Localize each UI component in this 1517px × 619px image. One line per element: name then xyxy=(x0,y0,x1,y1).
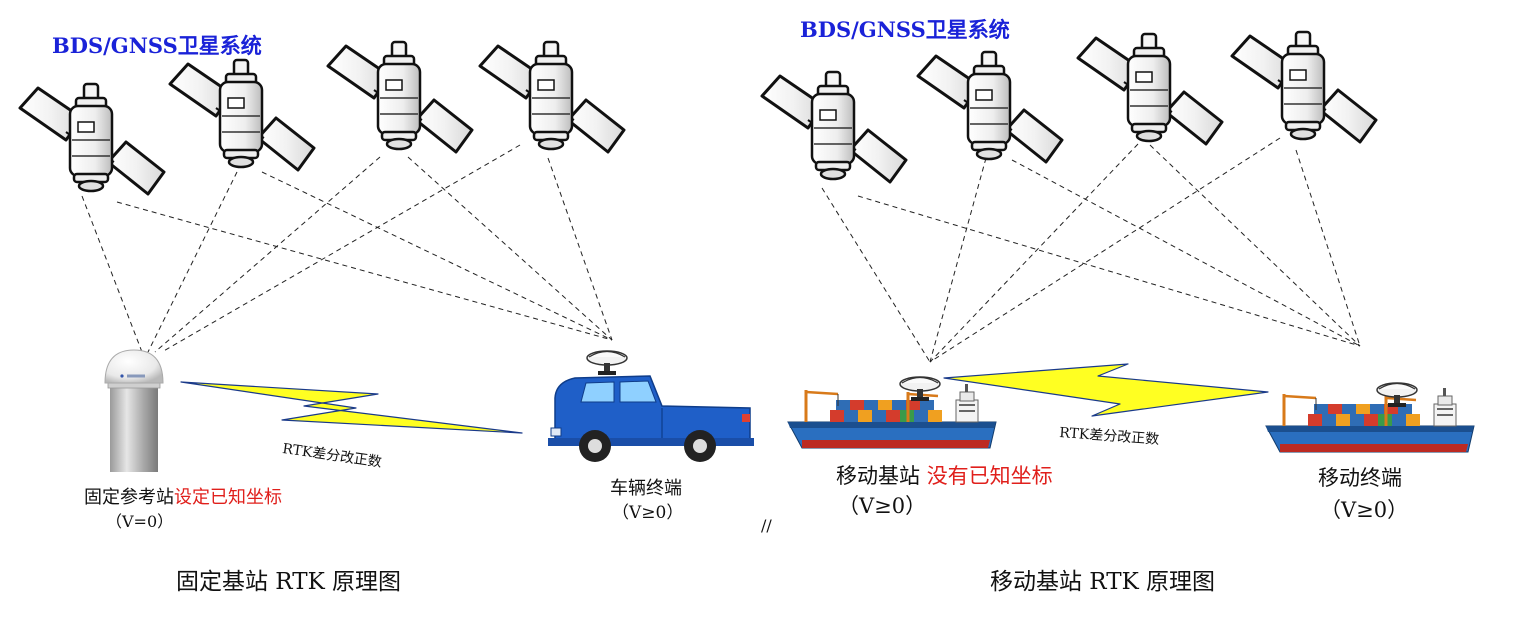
satellite-icon xyxy=(18,82,166,196)
satellite-icon xyxy=(760,70,908,184)
satellite-icon xyxy=(916,50,1064,164)
right-system-label: BDS/GNSS卫星系统 xyxy=(800,17,1010,42)
right-base-note: 没有已知坐标 xyxy=(926,464,1053,488)
satellite-icon xyxy=(1076,32,1224,146)
right-signal-lines xyxy=(821,137,1361,363)
separator-mark: // xyxy=(761,516,772,535)
satellite-icon xyxy=(168,58,316,172)
pickup-truck-icon xyxy=(548,350,754,462)
right-rover-velocity: （V≥0） xyxy=(1320,498,1409,522)
left-base-note: 设定已知坐标 xyxy=(174,487,282,508)
right-base-label-group: 移动基站 没有已知坐标 xyxy=(836,460,1053,490)
left-base-label: 固定参考站 xyxy=(84,487,174,508)
container-ship-icon xyxy=(786,376,998,450)
right-base-label: 移动基站 xyxy=(836,464,920,488)
right-caption: 移动基站 RTK 原理图 xyxy=(990,569,1216,595)
lightning-bolt-icon xyxy=(943,363,1269,417)
left-base-label-group: 固定参考站设定已知坐标 xyxy=(84,483,282,509)
left-system-label: BDS/GNSS卫星系统 xyxy=(52,33,262,58)
satellite-icon xyxy=(478,40,626,154)
lightning-bolt-icon xyxy=(180,381,523,434)
container-ship-icon xyxy=(1264,382,1476,454)
right-base-velocity: （V≥0） xyxy=(838,494,927,518)
left-rover-label: 车辆终端 xyxy=(610,478,682,499)
left-rover-velocity: （V≥0） xyxy=(612,503,684,523)
satellite-icon xyxy=(1230,30,1378,144)
gnss-antenna-icon xyxy=(104,349,164,472)
left-base-velocity: （V=0） xyxy=(106,512,174,531)
right-rover-label: 移动终端 xyxy=(1318,466,1402,490)
left-caption: 固定基站 RTK 原理图 xyxy=(176,569,402,595)
satellite-icon xyxy=(326,40,474,154)
left-signal-lines xyxy=(81,144,613,353)
